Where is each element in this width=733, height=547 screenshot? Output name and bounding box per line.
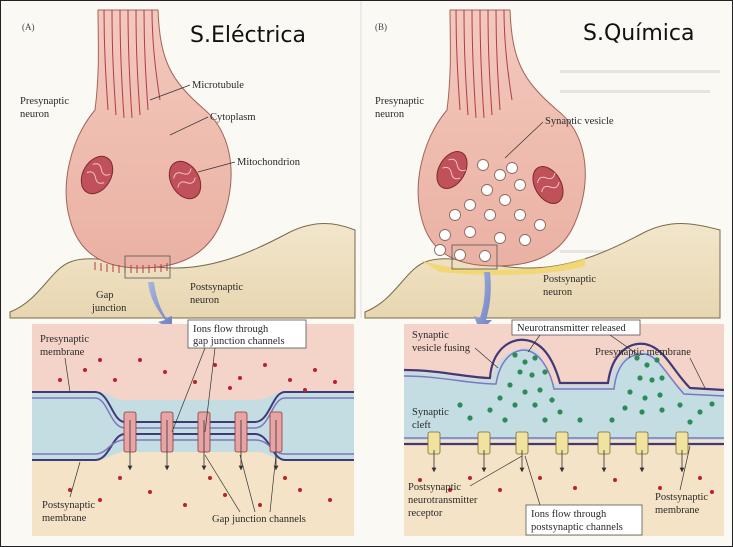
title-electrical-synapse: S.Eléctrica (190, 23, 306, 48)
presynaptic-neuron-label-b-2: neuron (375, 109, 405, 120)
ions-flow-label-a-1: Ions flow through (193, 324, 269, 335)
receptor-label-3: receptor (408, 508, 443, 519)
postsynaptic-membrane-label-a-2: membrane (42, 513, 87, 524)
postsynaptic-membrane-label-a-1: Postsynaptic (42, 500, 95, 511)
synaptic-cleft-label-1: Synaptic (412, 407, 449, 418)
ions-flow-label-a-2: gap junction channels (193, 336, 285, 347)
postsynaptic-neuron-label-a-2: neuron (190, 295, 220, 306)
synaptic-vesicle-label: Synaptic vesicle (545, 116, 614, 127)
mitochondrion-label: Mitochondrion (237, 157, 301, 168)
panel-a-zoom-gap-junction: Presynaptic membrane Ions flow through g… (32, 320, 354, 536)
presynaptic-membrane-label-a-1: Presynaptic (40, 334, 89, 345)
title-chemical-synapse: S.Química (583, 21, 694, 46)
presynaptic-neuron-label-a-2: neuron (20, 109, 50, 120)
panel-b-zoom-chemical: Synaptic vesicle fusing Neurotransmitter… (404, 320, 724, 536)
postsynaptic-neuron-label-b-1: Postsynaptic (543, 274, 596, 285)
gap-junction-channels-label: Gap junction channels (212, 514, 306, 525)
vesicle-fusing-label-1: Synaptic (412, 330, 449, 341)
ions-flow-label-b-2: postsynaptic channels (531, 522, 623, 533)
postsynaptic-neuron-label-a-1: Postsynaptic (190, 282, 243, 293)
cytoplasm-label: Cytoplasm (210, 112, 256, 123)
panel-a-electrical-overview: (A) (0, 0, 360, 330)
ions-flow-label-b-1: Ions flow through (531, 509, 607, 520)
microtubule-label: Microtubule (192, 80, 244, 91)
postsynaptic-membrane-label-b-1: Postsynaptic (655, 492, 708, 503)
panel-a-tag: (A) (22, 22, 35, 32)
receptor-label-2: neurotransmitter (408, 495, 478, 506)
presynaptic-membrane-label-a-2: membrane (40, 347, 85, 358)
gap-junction-label-2: junction (91, 303, 127, 314)
postsynaptic-neuron-label-b-2: neuron (543, 287, 573, 298)
vesicle-fusing-label-2: vesicle fusing (412, 343, 471, 354)
synaptic-cleft-label-2: cleft (412, 420, 431, 431)
presynaptic-membrane-label-b: Presynaptic membrane (595, 347, 691, 358)
postsynaptic-membrane-label-b-2: membrane (655, 505, 700, 516)
receptor-label-1: Postsynaptic (408, 482, 461, 493)
gap-junction-label-1: Gap (96, 290, 114, 301)
presynaptic-neuron-label-a-1: Presynaptic (20, 96, 69, 107)
presynaptic-neuron-label-b-1: Presynaptic (375, 96, 424, 107)
panel-b-tag: (B) (375, 22, 387, 32)
panel-b-chemical-overview: (B) (362, 0, 733, 332)
neurotransmitter-released-label: Neurotransmitter released (517, 323, 626, 334)
